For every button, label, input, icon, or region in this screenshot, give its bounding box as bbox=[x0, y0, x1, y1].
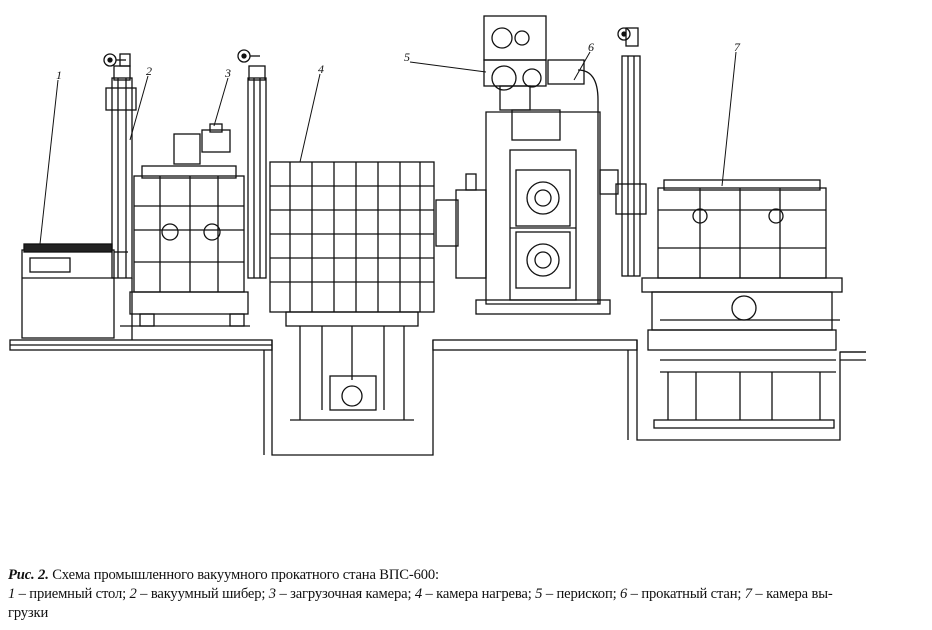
unloading-chamber bbox=[642, 180, 842, 428]
callout-6: 6 bbox=[588, 40, 594, 54]
vacuum-gate-left bbox=[104, 54, 136, 340]
caption-legend-line: 1 – приемный стол; 2 – вакуумный шибер; … bbox=[8, 585, 926, 604]
callout-5: 5 bbox=[404, 50, 410, 64]
vacuum-gate-right bbox=[616, 28, 646, 276]
legend-text-5: – перископ; bbox=[542, 586, 620, 602]
callout-leaders bbox=[40, 52, 736, 244]
legend-text-3: – загрузочная камера; bbox=[276, 586, 415, 602]
callout-1: 1 bbox=[56, 68, 62, 82]
legend-num-2: 2 bbox=[130, 586, 137, 602]
caption-title-line: Рис. 2. Схема промышленного вакуумного п… bbox=[8, 566, 926, 585]
callout-4: 4 bbox=[318, 62, 324, 76]
legend-text-7: – камера вы- bbox=[752, 586, 833, 602]
legend-num-7: 7 bbox=[745, 586, 752, 602]
callout-3: 3 bbox=[224, 66, 231, 80]
legend-num-3: 3 bbox=[269, 586, 276, 602]
legend-text-6: – прокатный стан; bbox=[627, 586, 745, 602]
rolling-mill-stand bbox=[436, 16, 618, 314]
legend-text-1: – приемный стол; bbox=[15, 586, 129, 602]
figure-caption: Рис. 2. Схема промышленного вакуумного п… bbox=[8, 566, 926, 623]
mill-schematic-diagram: 1 2 3 4 5 6 7 bbox=[0, 0, 932, 560]
heating-chamber bbox=[270, 162, 434, 420]
loading-chamber bbox=[120, 124, 250, 326]
legend-num-4: 4 bbox=[415, 586, 422, 602]
legend-text-2: – вакуумный шибер; bbox=[137, 586, 269, 602]
figure-label: Рис. 2. bbox=[8, 567, 49, 583]
caption-continuation: грузки bbox=[8, 604, 926, 623]
callout-7: 7 bbox=[734, 40, 741, 54]
callout-2: 2 bbox=[146, 64, 152, 78]
legend-text-4: – камера нагрева; bbox=[422, 586, 535, 602]
vacuum-gate-middle bbox=[238, 50, 266, 278]
caption-title: Схема промышленного вакуумного прокатног… bbox=[49, 567, 439, 583]
ground-foundation bbox=[10, 340, 866, 455]
